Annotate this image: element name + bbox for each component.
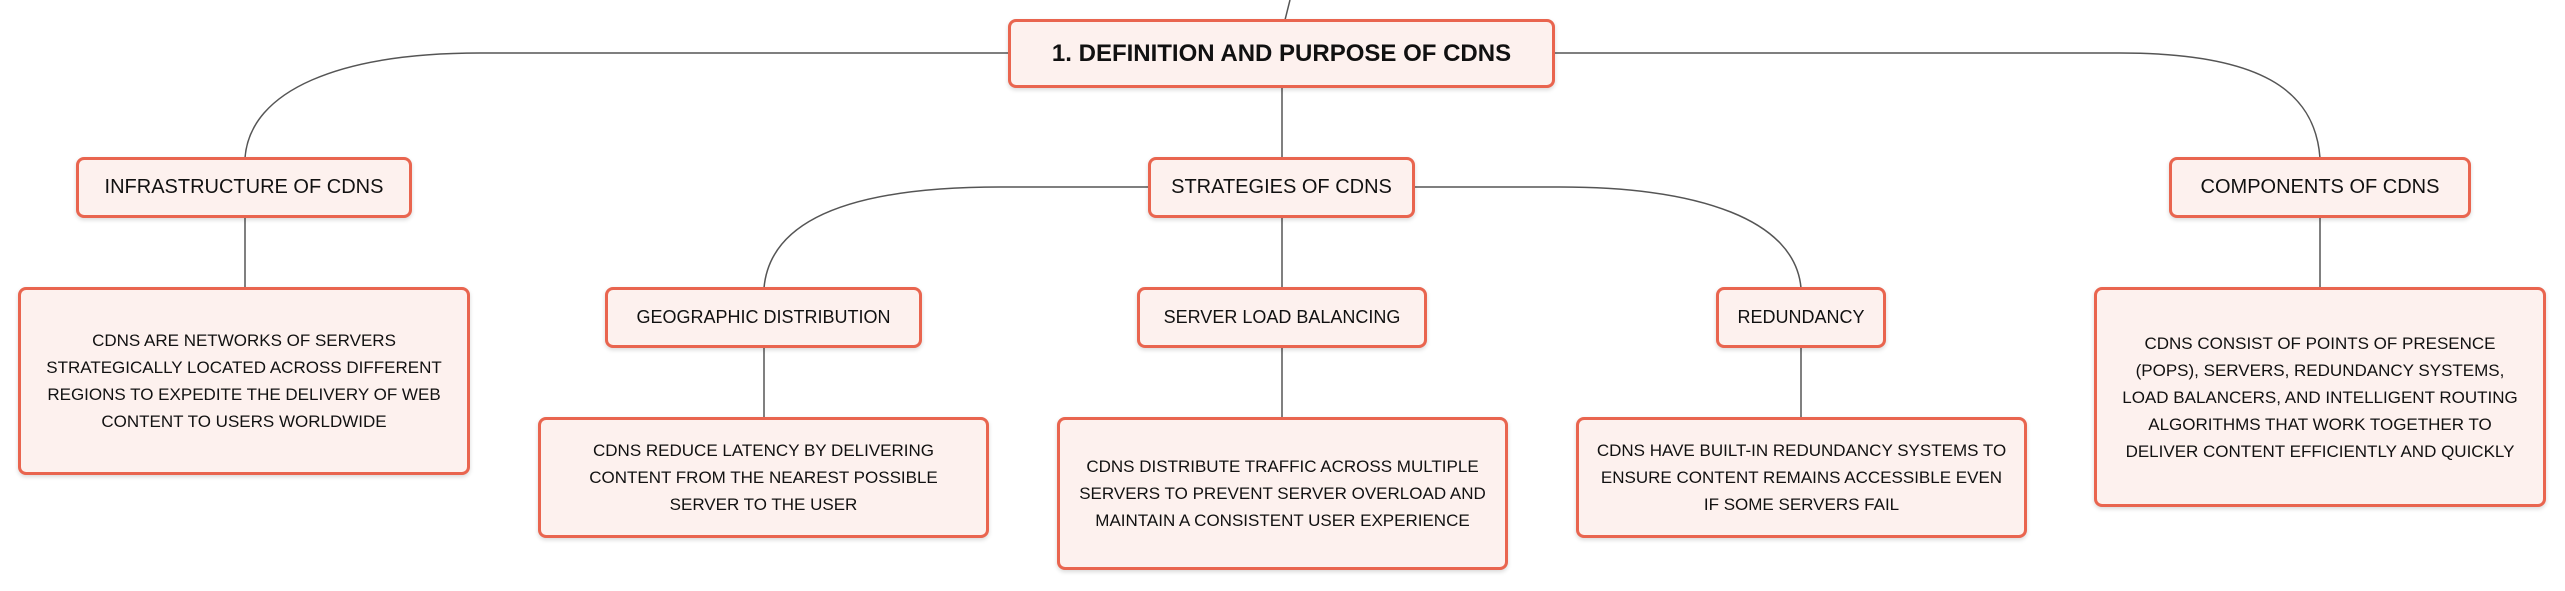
subtopic-redundancy-label: REDUNDANCY (1737, 307, 1865, 327)
subtopic-redundancy[interactable]: REDUNDANCY (1716, 287, 1886, 348)
connector-strategies-geographic (763, 186, 1148, 289)
detail-server-load-balancing-text: CDNS DISTRIBUTE TRAFFIC ACROSS MULTIPLE … (1079, 457, 1486, 530)
topic-components[interactable]: COMPONENTS OF CDNS (2169, 157, 2471, 218)
subtopic-server-load-balancing[interactable]: SERVER LOAD BALANCING (1137, 287, 1427, 348)
subtopic-server-load-balancing-label: SERVER LOAD BALANCING (1163, 307, 1401, 327)
root-topic-label: 1. DEFINITION AND PURPOSE OF CDNS (1051, 39, 1512, 67)
detail-geographic-distribution[interactable]: CDNS REDUCE LATENCY BY DELIVERING CONTEN… (538, 417, 989, 538)
connector-incoming (1284, 0, 1291, 21)
detail-components-text: CDNS CONSIST OF POINTS OF PRESENCE (POPS… (2122, 333, 2518, 461)
connector-strategies-redundancy (1415, 186, 1802, 289)
topic-strategies-label: STRATEGIES OF CDNS (1171, 176, 1392, 198)
detail-infrastructure-text: CDNS ARE NETWORKS OF SERVERS STRATEGICAL… (46, 331, 442, 431)
connector-root-infrastructure (244, 52, 1008, 159)
topic-strategies[interactable]: STRATEGIES OF CDNS (1148, 157, 1415, 218)
detail-redundancy-text: CDNS HAVE BUILT-IN REDUNDANCY SYSTEMS TO… (1596, 441, 2007, 514)
subtopic-geographic-distribution[interactable]: GEOGRAPHIC DISTRIBUTION (605, 287, 922, 348)
detail-geographic-distribution-text: CDNS REDUCE LATENCY BY DELIVERING CONTEN… (589, 441, 938, 514)
connector-root-components (1555, 52, 2321, 159)
detail-components[interactable]: CDNS CONSIST OF POINTS OF PRESENCE (POPS… (2094, 287, 2546, 507)
detail-infrastructure[interactable]: CDNS ARE NETWORKS OF SERVERS STRATEGICAL… (18, 287, 470, 475)
topic-infrastructure-label: INFRASTRUCTURE OF CDNS (104, 176, 384, 198)
root-topic[interactable]: 1. DEFINITION AND PURPOSE OF CDNS (1008, 19, 1555, 88)
subtopic-geographic-distribution-label: GEOGRAPHIC DISTRIBUTION (636, 307, 891, 327)
detail-redundancy[interactable]: CDNS HAVE BUILT-IN REDUNDANCY SYSTEMS TO… (1576, 417, 2027, 538)
topic-components-label: COMPONENTS OF CDNS (2200, 176, 2440, 198)
topic-infrastructure[interactable]: INFRASTRUCTURE OF CDNS (76, 157, 412, 218)
detail-server-load-balancing[interactable]: CDNS DISTRIBUTE TRAFFIC ACROSS MULTIPLE … (1057, 417, 1508, 570)
